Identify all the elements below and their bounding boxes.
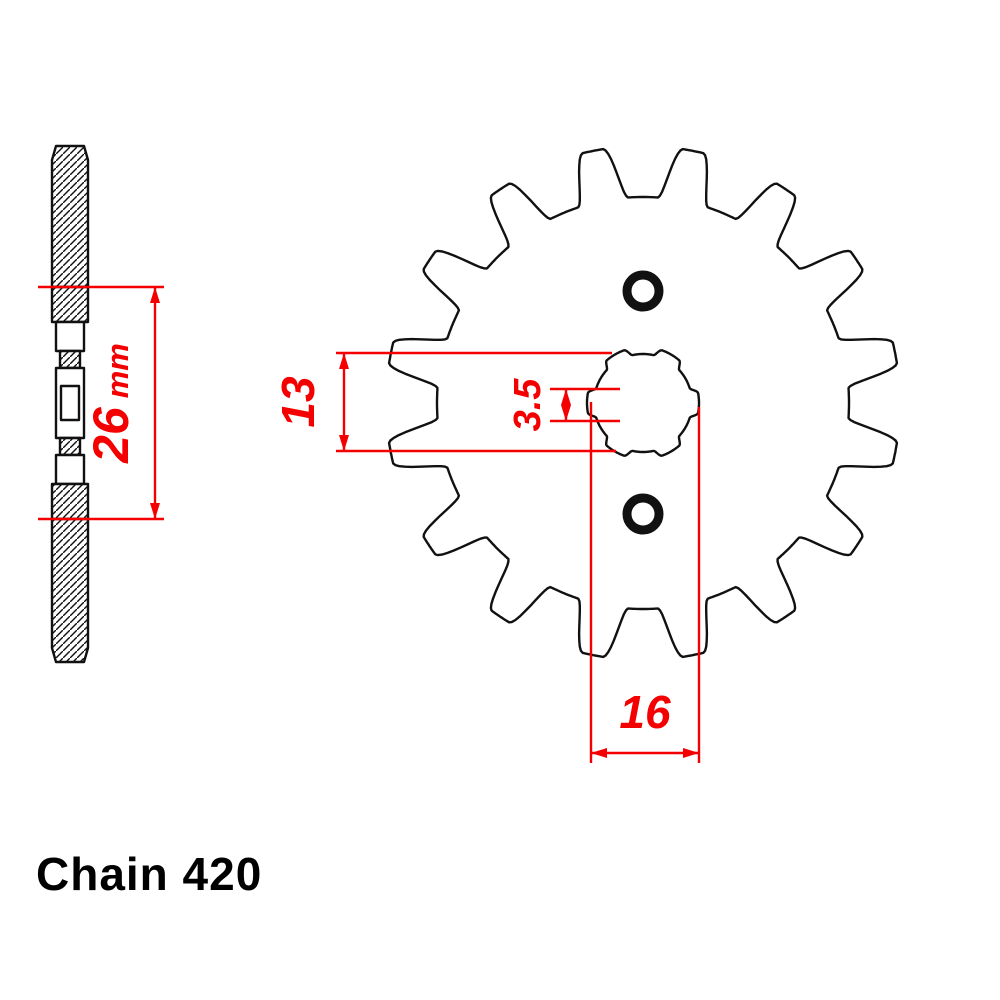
- side-view-hub-segment: [54, 453, 86, 486]
- dimension-label-13: 13: [272, 376, 324, 428]
- dimension-label-16: 16: [619, 686, 671, 738]
- side-view-hub-segment: [50, 285, 90, 324]
- lightening-hole-top: [622, 270, 664, 312]
- caption-chain-420: Chain 420: [36, 848, 262, 900]
- side-view-bottom-tooth-section: [50, 517, 90, 664]
- dimension-3point5: 3.5: [507, 378, 620, 432]
- front-view: [387, 147, 899, 659]
- dimension-13: 13: [272, 351, 616, 453]
- side-view-hub-segment: [54, 320, 86, 353]
- side-view-top-tooth-section: [50, 144, 90, 289]
- side-view-shaft-bore: [59, 384, 81, 422]
- dimension-26mm: 26mm: [38, 285, 164, 521]
- side-view-hub-segment: [50, 482, 90, 521]
- spline-bore-outline: [585, 349, 701, 457]
- lightening-hole-bottom: [622, 493, 664, 535]
- side-view-hub-segment: [58, 349, 82, 370]
- dimension-16: 16: [589, 402, 701, 763]
- dimension-label-3point5: 3.5: [507, 378, 549, 432]
- side-view: [50, 144, 90, 664]
- dimension-label-26mm: 26mm: [83, 343, 139, 464]
- side-view-hub-segment: [58, 436, 82, 457]
